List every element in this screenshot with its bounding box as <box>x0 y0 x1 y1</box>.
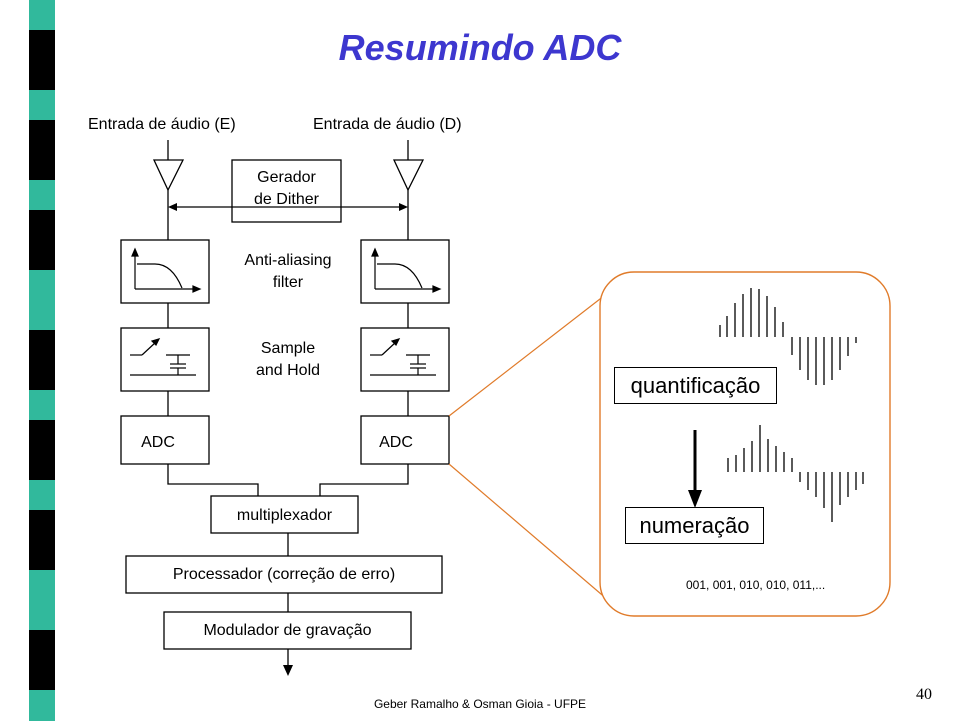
multiplexer-label: multiplexador <box>236 507 333 524</box>
lowpass-curve-right-icon <box>371 247 442 293</box>
adc-box-left <box>120 415 210 465</box>
slide-footer: Geber Ramalho & Osman Gioia - UFPE <box>373 697 587 711</box>
dither-arrow-right-icon <box>399 203 408 211</box>
slide-title: Resumindo ADC <box>338 27 622 68</box>
stripe-segment <box>29 120 55 151</box>
stripe-segment <box>29 450 55 481</box>
sample-hold-box-right <box>360 327 450 392</box>
adc-right-label: ADC <box>379 434 413 451</box>
stripe-segment <box>29 630 55 661</box>
numbering-box: numeração <box>625 507 764 544</box>
input-right-label: Entrada de áudio (D) <box>313 116 462 133</box>
decorative-stripe-bar <box>29 0 55 721</box>
dither-generator-box <box>231 159 342 223</box>
page-number: 40 <box>916 686 932 703</box>
stripe-segment <box>29 30 55 61</box>
stripe-segment <box>29 510 55 541</box>
multiplexer-box <box>210 495 359 534</box>
stripe-segment <box>29 0 55 31</box>
sampled-waveform-bottom <box>727 425 864 522</box>
stripe-segment <box>29 240 55 271</box>
dither-generator-label: Gerador de Dither <box>254 169 319 208</box>
stripe-segment <box>29 300 55 331</box>
dither-arrow-left-icon <box>168 203 177 211</box>
stripe-segment <box>29 690 55 721</box>
stripe-segment <box>29 270 55 301</box>
sample-hold-switch-right-icon <box>370 338 436 376</box>
sample-hold-box-left <box>120 327 210 392</box>
stripe-segment <box>29 600 55 631</box>
processor-label: Processador (correção de erro) <box>172 566 396 583</box>
adc-left-label: ADC <box>141 434 175 451</box>
processor-box <box>125 555 443 594</box>
stripe-segment <box>29 480 55 511</box>
stripe-segment <box>29 210 55 241</box>
callout-line-top <box>448 291 610 417</box>
adc-box-right <box>360 415 450 465</box>
binary-codes-text: 001, 001, 010, 010, 011,... <box>686 578 826 592</box>
stripe-segment <box>29 420 55 451</box>
input-buffer-left-icon <box>152 159 185 192</box>
modulator-box <box>163 611 412 650</box>
stripe-segment <box>29 90 55 121</box>
lowpass-curve-left-icon <box>131 247 202 293</box>
stripe-segment <box>29 180 55 211</box>
stripe-segment <box>29 660 55 691</box>
quantization-box: quantificação <box>614 367 777 404</box>
sample-hold-switch-left-icon <box>130 338 196 376</box>
stripe-segment <box>29 360 55 391</box>
stripe-segment <box>29 330 55 361</box>
stripe-segment <box>29 60 55 91</box>
callout-line-bottom <box>448 463 616 607</box>
stripe-segment <box>29 570 55 601</box>
process-arrow-down-icon <box>688 490 702 508</box>
stripe-segment <box>29 390 55 421</box>
sampled-waveform-top <box>719 288 857 385</box>
input-left-label: Entrada de áudio (E) <box>88 116 236 133</box>
sample-hold-label: Sample and Hold <box>255 340 321 379</box>
output-arrow-icon <box>283 665 293 676</box>
antialias-filter-label: Anti-aliasing filter <box>244 252 332 291</box>
modulator-label: Modulador de gravação <box>203 622 372 639</box>
stripe-segment <box>29 150 55 181</box>
detail-callout-box <box>599 271 891 617</box>
stripe-segment <box>29 540 55 571</box>
input-buffer-right-icon <box>392 159 425 192</box>
